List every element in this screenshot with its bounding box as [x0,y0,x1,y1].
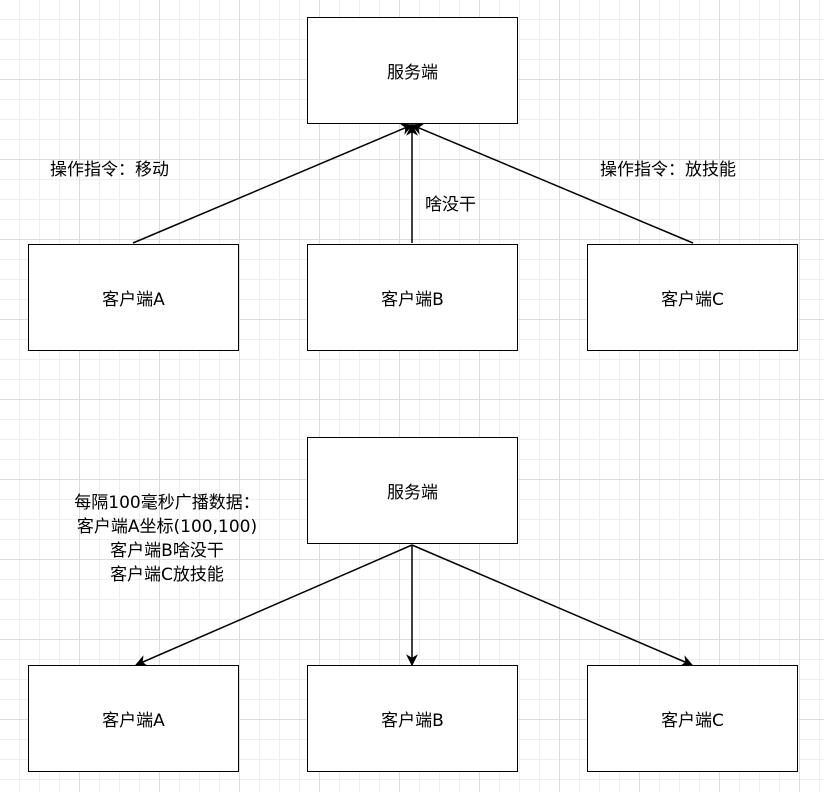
bottom-client-c-node[interactable]: 客户端C [587,665,798,772]
top-server-node[interactable]: 服务端 [307,17,518,124]
broadcast-line: 客户端A坐标(100,100) [76,517,258,537]
edge-client-a-to-server [132,123,414,244]
broadcast-line: 客户端B啥没干 [110,541,224,561]
broadcast-line: 客户端C放技能 [110,565,224,585]
edge-server-to-client-c [411,544,694,667]
edge-server-to-client-a [134,544,413,667]
top-client-b-node[interactable]: 客户端B [307,244,518,351]
bottom-client-a-node[interactable]: 客户端A [28,665,239,772]
bottom-server-node[interactable]: 服务端 [307,437,518,544]
edge-b-label: 啥没干 [425,195,476,215]
bottom-client-b-node[interactable]: 客户端B [307,665,518,772]
broadcast-line: 每隔100毫秒广播数据： [74,493,260,513]
edge-a-label: 操作指令：移动 [50,160,169,180]
broadcast-note: 每隔100毫秒广播数据： 客户端A坐标(100,100) 客户端B啥没干 客户端… [52,491,282,587]
top-client-a-node[interactable]: 客户端A [28,244,239,351]
edge-client-c-to-server [410,123,694,244]
edge-c-label: 操作指令：放技能 [600,160,736,180]
top-client-c-node[interactable]: 客户端C [587,244,798,351]
